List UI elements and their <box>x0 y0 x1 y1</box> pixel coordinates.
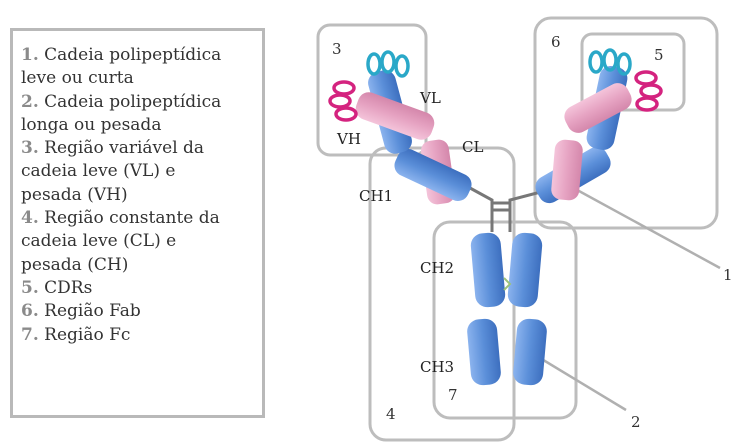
region-number-6: 6 <box>551 33 561 51</box>
label-cl: CL <box>462 138 483 156</box>
label-ch2: CH2 <box>420 259 454 277</box>
ch2-domain-left <box>470 232 506 308</box>
region-number-4: 4 <box>386 405 396 423</box>
label-vl: VL <box>419 89 441 107</box>
region-number-7: 7 <box>448 386 458 404</box>
cl-domain-right <box>550 139 583 201</box>
label-ch3: CH3 <box>420 358 454 376</box>
cdr-loops-left-heavy <box>368 52 408 76</box>
region-number-5: 5 <box>654 46 664 64</box>
cdr-loops-right-light <box>636 72 661 110</box>
region-number-1: 1 <box>723 266 733 284</box>
region-number-3: 3 <box>332 40 342 58</box>
ch3-domain-left <box>466 318 502 386</box>
leader-line-2 <box>535 355 626 410</box>
ch2-domain-right <box>507 232 543 308</box>
cdr-loops-left-light <box>330 82 356 120</box>
ch3-domain-right <box>512 318 548 386</box>
label-ch1: CH1 <box>359 187 393 205</box>
region-number-2: 2 <box>631 413 641 431</box>
label-vh: VH <box>336 130 361 148</box>
